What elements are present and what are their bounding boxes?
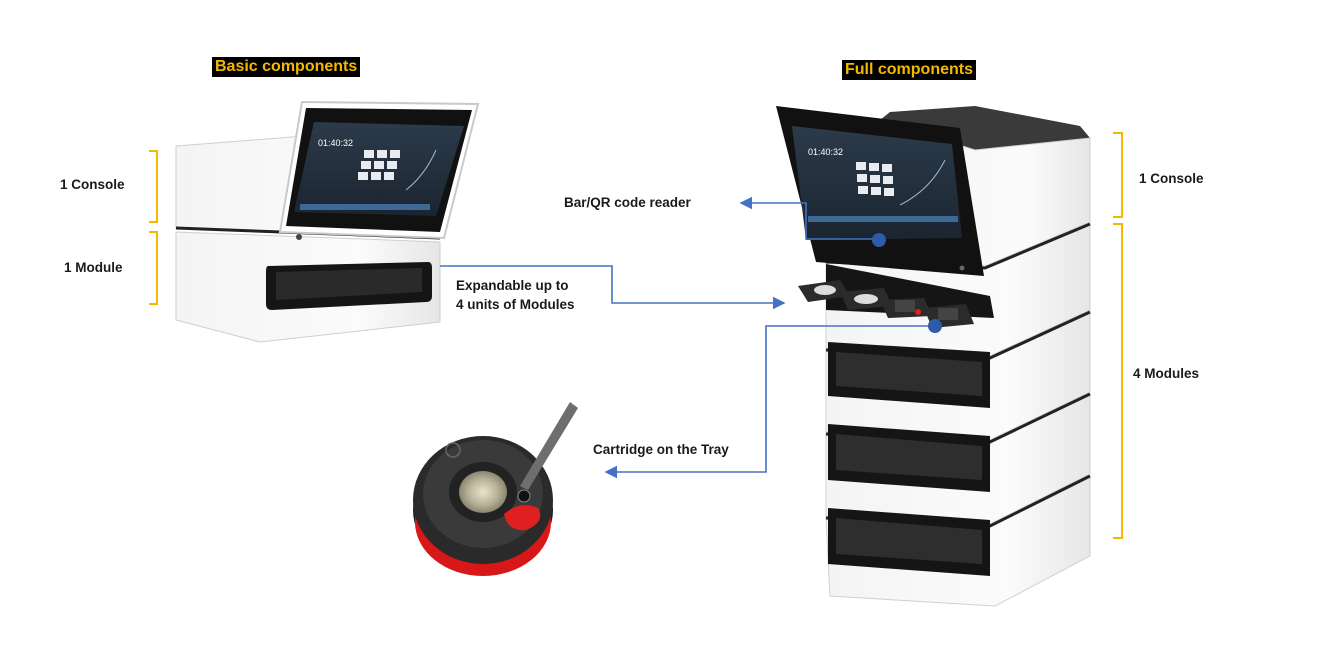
basic-components-title: Basic components [212, 57, 361, 77]
basic-instrument: 01:40:32 [175, 100, 480, 343]
brackets [149, 132, 1123, 539]
bracket-full-modules [1113, 223, 1123, 539]
basic-screen-time: 01:40:32 [318, 138, 353, 148]
cartridge-tray-label: Cartridge on the Tray [593, 442, 729, 457]
full-modules-label: 4 Modules [1133, 366, 1200, 381]
full-screen-time: 01:40:32 [808, 147, 843, 157]
tray-marker [928, 319, 942, 333]
arrows [440, 196, 934, 479]
bracket-basic-console [149, 150, 158, 223]
expandable-label-line1: Expandable up to [456, 278, 569, 293]
bracket-full-console [1113, 132, 1123, 218]
cartridge-arrow [604, 325, 934, 479]
expand-arrow [440, 265, 786, 310]
full-components-title: Full components [842, 60, 976, 80]
barcode-marker [872, 233, 886, 247]
basic-module-label: 1 Module [64, 260, 123, 275]
expandable-label-line2: 4 units of Modules [456, 297, 575, 312]
full-screen [776, 106, 984, 276]
full-instrument: 01:40:32 [776, 106, 1091, 607]
basic-console-label: 1 Console [60, 177, 125, 192]
open-trays [798, 280, 974, 328]
barcode-arrow [739, 196, 877, 240]
basic-screen [278, 100, 480, 240]
full-console-label: 1 Console [1139, 171, 1204, 186]
cartridge-image [404, 398, 582, 582]
barcode-reader-label: Bar/QR code reader [564, 195, 691, 210]
bracket-basic-module [149, 231, 158, 305]
expandable-label: Expandable up to 4 units of Modules [456, 276, 575, 314]
